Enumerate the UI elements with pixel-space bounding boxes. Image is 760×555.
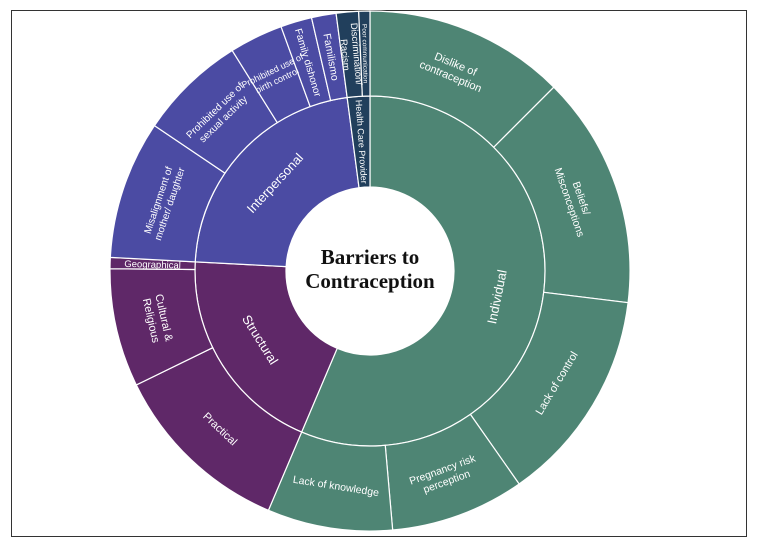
label-poor-communication-line: Poor communication: [360, 24, 368, 84]
label-discrimination-racism: Discrimination/Racism: [336, 22, 364, 86]
center-title-line1: Barriers to: [321, 245, 420, 269]
sunburst-segments: [109, 10, 631, 532]
center-hole: [286, 187, 454, 355]
label-geographical: Geographical: [124, 259, 181, 272]
center-title-line2: Contraception: [305, 269, 435, 293]
diagram-frame: [11, 10, 747, 537]
label-discrimination-racism-line: Discrimination/: [348, 22, 364, 85]
label-poor-communication: Poor communication: [360, 24, 368, 84]
label-geographical-line: Geographical: [124, 259, 181, 272]
label-discrimination-racism-line: Racism: [338, 39, 352, 72]
segment-poor-communication: [358, 10, 371, 97]
